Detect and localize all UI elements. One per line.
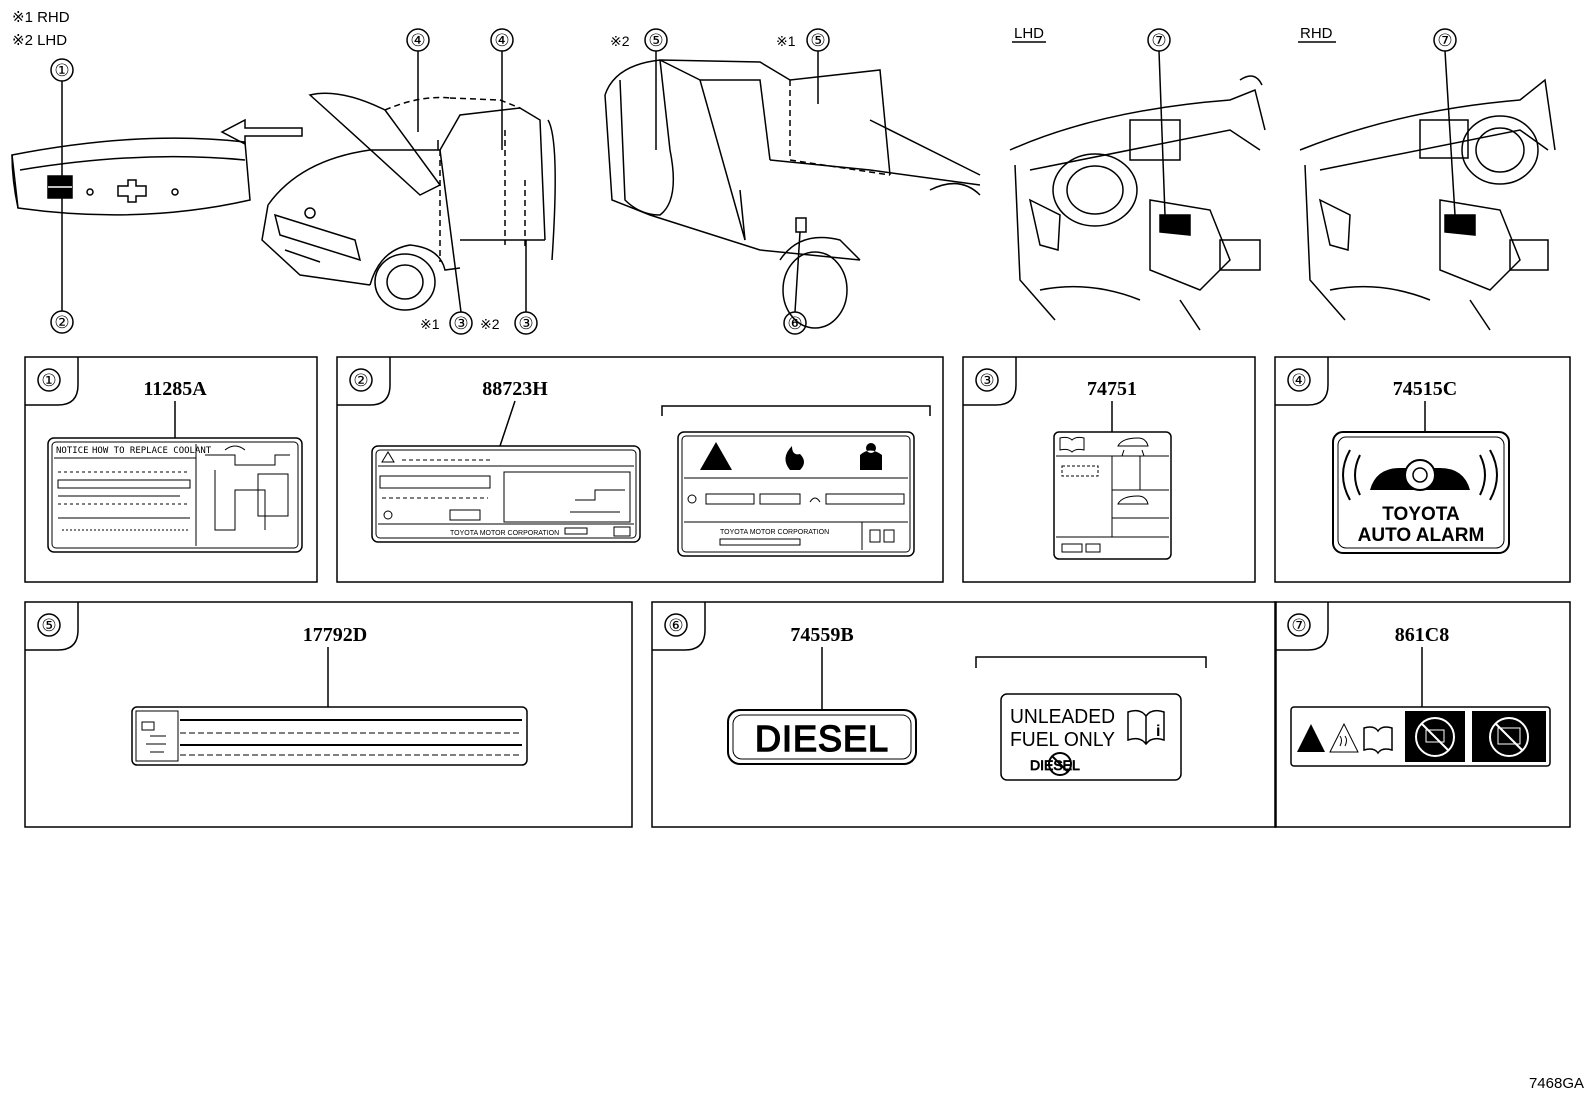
manual-icon [1363, 726, 1393, 755]
figure-code: 7468GA [1529, 1075, 1584, 1092]
svg-text:TOYOTA: TOYOTA [1382, 504, 1460, 525]
truck-side-illustration [604, 59, 981, 329]
svg-text:④: ④ [494, 31, 509, 50]
panel-5: ⑤ 17792D [24, 601, 633, 828]
dashboard-lhd-illustration: LHD [1009, 25, 1266, 331]
svg-text:⑦: ⑦ [1437, 31, 1452, 50]
part-number-11285a: 11285A [143, 378, 207, 400]
callout-1-top: ① [50, 58, 74, 178]
svg-text:DIESEL: DIESEL [755, 718, 889, 759]
svg-text:RHD: RHD [1300, 25, 1333, 42]
label-17792d [131, 706, 528, 766]
svg-text:NOTICE: NOTICE [56, 446, 89, 456]
svg-text:FUEL ONLY: FUEL ONLY [1010, 729, 1115, 751]
svg-text:UNLEADED: UNLEADED [1010, 706, 1115, 728]
warning-icon [1297, 724, 1325, 752]
arrow-icon [220, 118, 303, 146]
svg-text:AUTO ALARM: AUTO ALARM [1358, 525, 1485, 546]
panel-6: ⑥ 74559B DIESEL UNLEADED FUEL ONLY i DIE… [651, 601, 1277, 828]
hood-underside-illustration [11, 137, 251, 216]
protective-gear-icon [860, 443, 882, 470]
svg-text:TOYOTA MOTOR CORPORATION: TOYOTA MOTOR CORPORATION [720, 529, 829, 536]
svg-text:①: ① [41, 371, 56, 390]
legend-rhd: ※1 RHD [12, 9, 70, 26]
dashboard-rhd-illustration: RHD [1298, 25, 1556, 331]
part-number-88723h: 88723H [482, 378, 548, 400]
manual-icon [1059, 436, 1085, 453]
label-88723h-a: TOYOTA MOTOR CORPORATION [371, 445, 641, 543]
svg-text:⑦: ⑦ [1291, 616, 1306, 635]
callout-3a-top: ※1 ③ [420, 149, 473, 335]
svg-text:③: ③ [453, 314, 468, 333]
panel-2: ② 88723H TOYOTA MOTOR CORPORATION [336, 356, 944, 583]
svg-text:※1: ※1 [420, 316, 440, 332]
svg-text:⑦: ⑦ [1151, 31, 1166, 50]
svg-text:⑥: ⑥ [668, 616, 683, 635]
svg-text:①: ① [54, 61, 69, 80]
svg-text:④: ④ [410, 31, 425, 50]
svg-text:②: ② [54, 313, 69, 332]
prohibited-icon [1048, 752, 1072, 776]
label-11285a: NOTICE HOW TO REPLACE COOLANT [47, 437, 303, 553]
svg-text:④: ④ [1291, 371, 1306, 390]
svg-text:⑥: ⑥ [787, 314, 802, 333]
part-number-74559b: 74559B [790, 624, 853, 646]
svg-text:⑤: ⑤ [648, 31, 663, 50]
manual-icon [1127, 709, 1165, 746]
panel-3: ③ 74751 [962, 356, 1256, 583]
callout-7b-top: ⑦ [1433, 28, 1457, 216]
callout-4a-top: ④ [406, 28, 430, 120]
label-861c8 [1290, 706, 1551, 767]
label-74559b-diesel: DIESEL [727, 709, 917, 765]
svg-text:i: i [1156, 723, 1160, 740]
label-74559b-unleaded: UNLEADED FUEL ONLY i DIESEL [1000, 693, 1182, 781]
legend-lhd: ※2 LHD [12, 32, 67, 49]
callout-7a-top: ⑦ [1147, 28, 1171, 216]
panel-7: ⑦ 861C8 [1274, 601, 1571, 828]
svg-text:⑤: ⑤ [41, 616, 56, 635]
svg-text:③: ③ [979, 371, 994, 390]
panel-4: ④ 74515C TOYOTA AUTO ALARM [1274, 356, 1571, 583]
panel-1: ① 11285A NOTICE HOW TO REPLACE COOLANT [24, 356, 318, 583]
part-number-861c8: 861C8 [1395, 624, 1449, 646]
svg-text:DIESEL: DIESEL [1030, 757, 1080, 773]
svg-text:※1: ※1 [776, 33, 796, 49]
part-number-17792d: 17792D [303, 624, 367, 646]
label-74515c: TOYOTA AUTO ALARM [1332, 431, 1510, 554]
callout-2-top: ② [50, 196, 74, 334]
svg-text:※2: ※2 [480, 316, 500, 332]
label-88723h-b: TOYOTA MOTOR CORPORATION [677, 431, 915, 557]
callout-5a-top: ※2 ⑤ [610, 28, 668, 140]
svg-text:TOYOTA MOTOR CORPORATION: TOYOTA MOTOR CORPORATION [450, 530, 559, 537]
svg-text:⑤: ⑤ [810, 31, 825, 50]
label-74751 [1053, 431, 1172, 560]
fire-icon [785, 446, 804, 470]
callout-5b-top: ※1 ⑤ [776, 28, 830, 98]
warning-icon [700, 442, 732, 470]
svg-text:③: ③ [518, 314, 533, 333]
callout-3b-top: ※2 ③ [480, 240, 538, 335]
part-number-74751: 74751 [1087, 378, 1137, 400]
callout-6-top: ⑥ [783, 231, 807, 335]
svg-text:HOW TO REPLACE COOLANT: HOW TO REPLACE COOLANT [92, 446, 212, 456]
svg-text:LHD: LHD [1014, 25, 1044, 42]
svg-text:※2: ※2 [610, 33, 630, 49]
truck-front-illustration [261, 92, 556, 311]
callout-4b-top: ④ [490, 28, 514, 140]
svg-text:②: ② [353, 371, 368, 390]
part-number-74515c: 74515C [1393, 378, 1457, 400]
hot-surface-icon [1329, 722, 1359, 753]
